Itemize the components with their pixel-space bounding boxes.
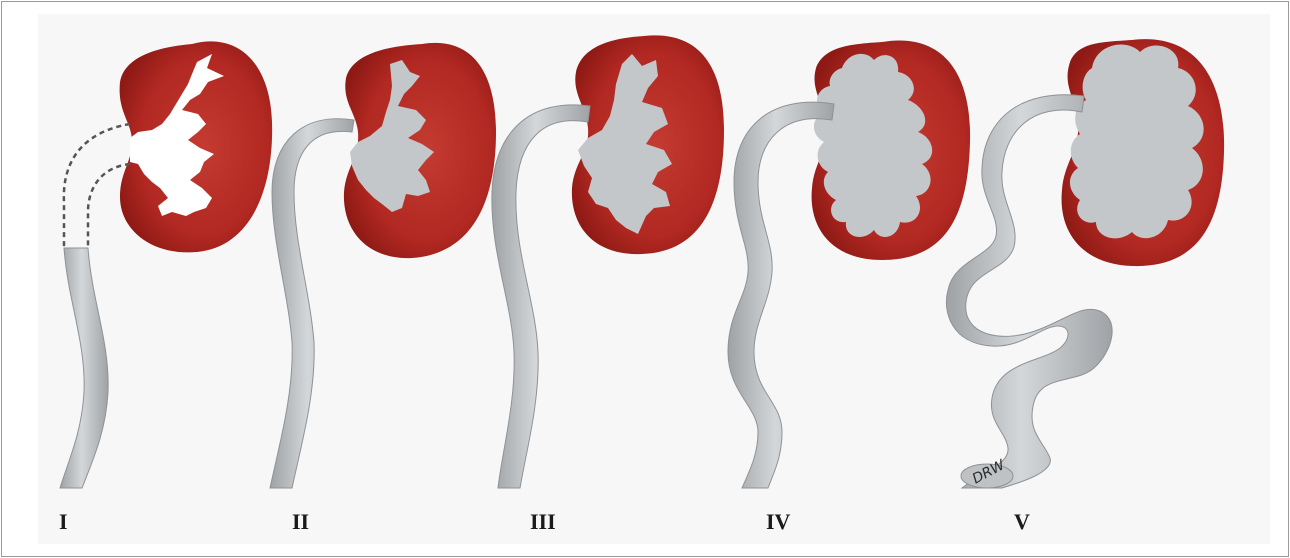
grade-3-drawing [492, 35, 724, 488]
grade-1-ureter [60, 248, 108, 488]
grade-label-4: IV [766, 510, 790, 534]
grade-label-1: I [59, 510, 68, 534]
grade-4-ureter [728, 102, 834, 488]
grade-label-2: II [292, 510, 309, 534]
grade-1-dashed-ureter [64, 124, 130, 248]
grade-2-ureter [270, 119, 354, 488]
grade-3-ureter [492, 105, 590, 488]
grade-4-drawing [728, 40, 970, 488]
grade-5-drawing [946, 39, 1224, 488]
grade-1-drawing [60, 41, 272, 488]
grade-5-collecting-system [1070, 45, 1204, 239]
grade-label-3: III [530, 510, 556, 534]
grade-label-5: V [1014, 510, 1030, 534]
grade-2-drawing [270, 43, 496, 488]
